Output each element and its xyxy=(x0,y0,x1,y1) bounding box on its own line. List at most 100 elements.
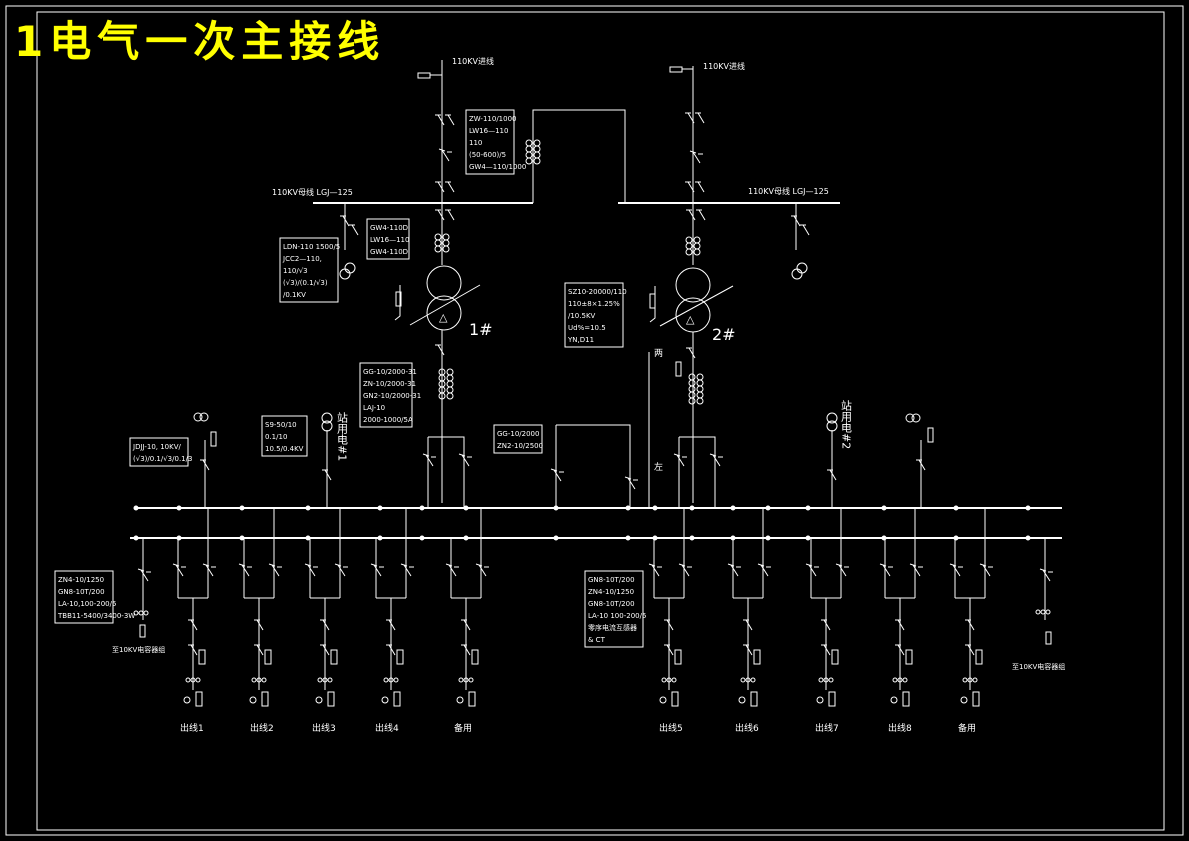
feeder-ground xyxy=(456,696,464,704)
breaker-blade xyxy=(681,564,690,577)
breaker-blade xyxy=(730,564,739,577)
breaker-mark xyxy=(689,150,697,154)
box-transformer-line: YN,D11 xyxy=(567,336,594,344)
box-xfmr-low-line: ZN-10/2000-31 xyxy=(363,380,416,388)
cap-ct xyxy=(138,610,144,616)
feeder-arrester xyxy=(828,691,836,707)
breaker-mark xyxy=(757,563,765,567)
breaker-blade xyxy=(461,454,470,467)
xfmr1-lv-ct xyxy=(446,368,454,376)
station-use-right: 站用电#2 xyxy=(840,399,853,450)
arrester xyxy=(927,427,934,443)
breaker-mark xyxy=(709,453,717,457)
box-feeder-left-line: LA-10,100-200/5 xyxy=(58,600,116,608)
breaker-blade xyxy=(676,454,685,467)
wire xyxy=(679,436,716,508)
feeder-label: 备用 xyxy=(454,722,472,734)
breaker-mark xyxy=(1039,568,1047,572)
switch-blade xyxy=(322,619,330,631)
feeder-ct xyxy=(322,677,328,683)
bus-node xyxy=(239,535,245,541)
switch-blade xyxy=(897,619,905,631)
inner-frame xyxy=(36,11,1165,831)
breaker-blade xyxy=(205,564,214,577)
feeder-ct xyxy=(745,677,751,683)
switch-blade xyxy=(463,644,471,656)
xfmr1-ct xyxy=(434,245,442,253)
tap-arrow xyxy=(409,284,481,326)
breaker-blade xyxy=(448,564,457,577)
bus-node xyxy=(625,505,631,511)
neutral-arrester xyxy=(649,293,656,309)
box-bus-equipment-line: LW16—110 xyxy=(370,236,409,244)
box-transformer-line: 110±8×1.25% xyxy=(568,300,620,308)
box-feeder-left: ZN4-10/1250GN8-10T/200LA-10,100-200/5TBB… xyxy=(54,570,135,624)
switch-blade xyxy=(322,644,330,656)
xfmr2-lv-ct xyxy=(696,373,704,381)
feeder-arrester xyxy=(975,649,983,665)
breaker-blade xyxy=(271,564,280,577)
breaker-mark xyxy=(475,563,483,567)
box-bus-equipment-line: GW4-110D xyxy=(370,248,408,256)
feeder-ct xyxy=(327,677,333,683)
switch-blade xyxy=(351,224,359,236)
box-bus-tie-line: GG-10/2000 xyxy=(497,430,539,438)
bus-node xyxy=(463,535,469,541)
box-line-equipment-line: LW16—110 xyxy=(469,127,508,135)
bus-node xyxy=(377,505,383,511)
bus-node xyxy=(953,535,959,541)
tie-ct xyxy=(533,151,541,159)
switch-blade xyxy=(388,619,396,631)
xfmr1-ct xyxy=(434,239,442,247)
switch-blade xyxy=(447,209,455,221)
incoming-1-breaker xyxy=(441,149,450,162)
transformer-1-hv xyxy=(426,265,462,301)
incoming-right-label: 110KV进线 xyxy=(703,61,745,71)
box-feeder-right-line: LA-10 100-200/5 xyxy=(588,612,646,620)
station-xfmr xyxy=(826,420,838,432)
box-feeder-right-line: 零序电流互感器 xyxy=(588,623,637,632)
tie-ct xyxy=(533,145,541,153)
box-line-equipment-line: GW4—110/1000 xyxy=(469,163,526,171)
neutral xyxy=(394,285,401,321)
breaker-blade xyxy=(337,564,346,577)
bus-node xyxy=(133,505,139,511)
xfmr2-lv-ct xyxy=(696,391,704,399)
tie-ct xyxy=(533,157,541,165)
breaker-blade xyxy=(553,469,562,482)
feeder-label: 出线2 xyxy=(250,722,274,734)
switch-blade xyxy=(745,644,753,656)
arrester xyxy=(417,72,431,79)
breaker-blade xyxy=(838,564,847,577)
breaker-blade xyxy=(627,477,636,490)
bus-node xyxy=(176,505,182,511)
breaker-mark xyxy=(202,563,210,567)
tie-ct xyxy=(533,139,541,147)
pt-coil xyxy=(905,413,915,423)
bus-node xyxy=(463,505,469,511)
incoming-left-label: 110KV进线 xyxy=(452,56,494,66)
switch-blade xyxy=(697,112,705,124)
feeder-ct xyxy=(671,677,677,683)
breaker-mark xyxy=(268,563,276,567)
tie-ct xyxy=(525,145,533,153)
breaker-mark xyxy=(137,568,145,572)
cap-ct xyxy=(133,610,139,616)
breaker-blade xyxy=(425,454,434,467)
box-xfmr-low-line: GG-10/2000-31 xyxy=(363,368,417,376)
xfmr2-ct xyxy=(685,236,693,244)
feeder-arrester xyxy=(902,691,910,707)
xfmr1-ct xyxy=(442,239,450,247)
bus-node xyxy=(881,505,887,511)
switch-blade xyxy=(342,215,350,227)
xfmr1-lv-ct xyxy=(446,386,454,394)
breaker-blade xyxy=(1042,569,1051,582)
box-pt-110-line: /0.1KV xyxy=(283,291,306,299)
switch-blade xyxy=(256,644,264,656)
tie-mark-left: 左 xyxy=(654,461,663,473)
bus-node xyxy=(1025,535,1031,541)
station-xfmr xyxy=(321,420,333,432)
box-feeder-left-frame xyxy=(54,570,114,624)
bus-node xyxy=(652,505,658,511)
transformer-1-delta: △ xyxy=(439,311,448,324)
